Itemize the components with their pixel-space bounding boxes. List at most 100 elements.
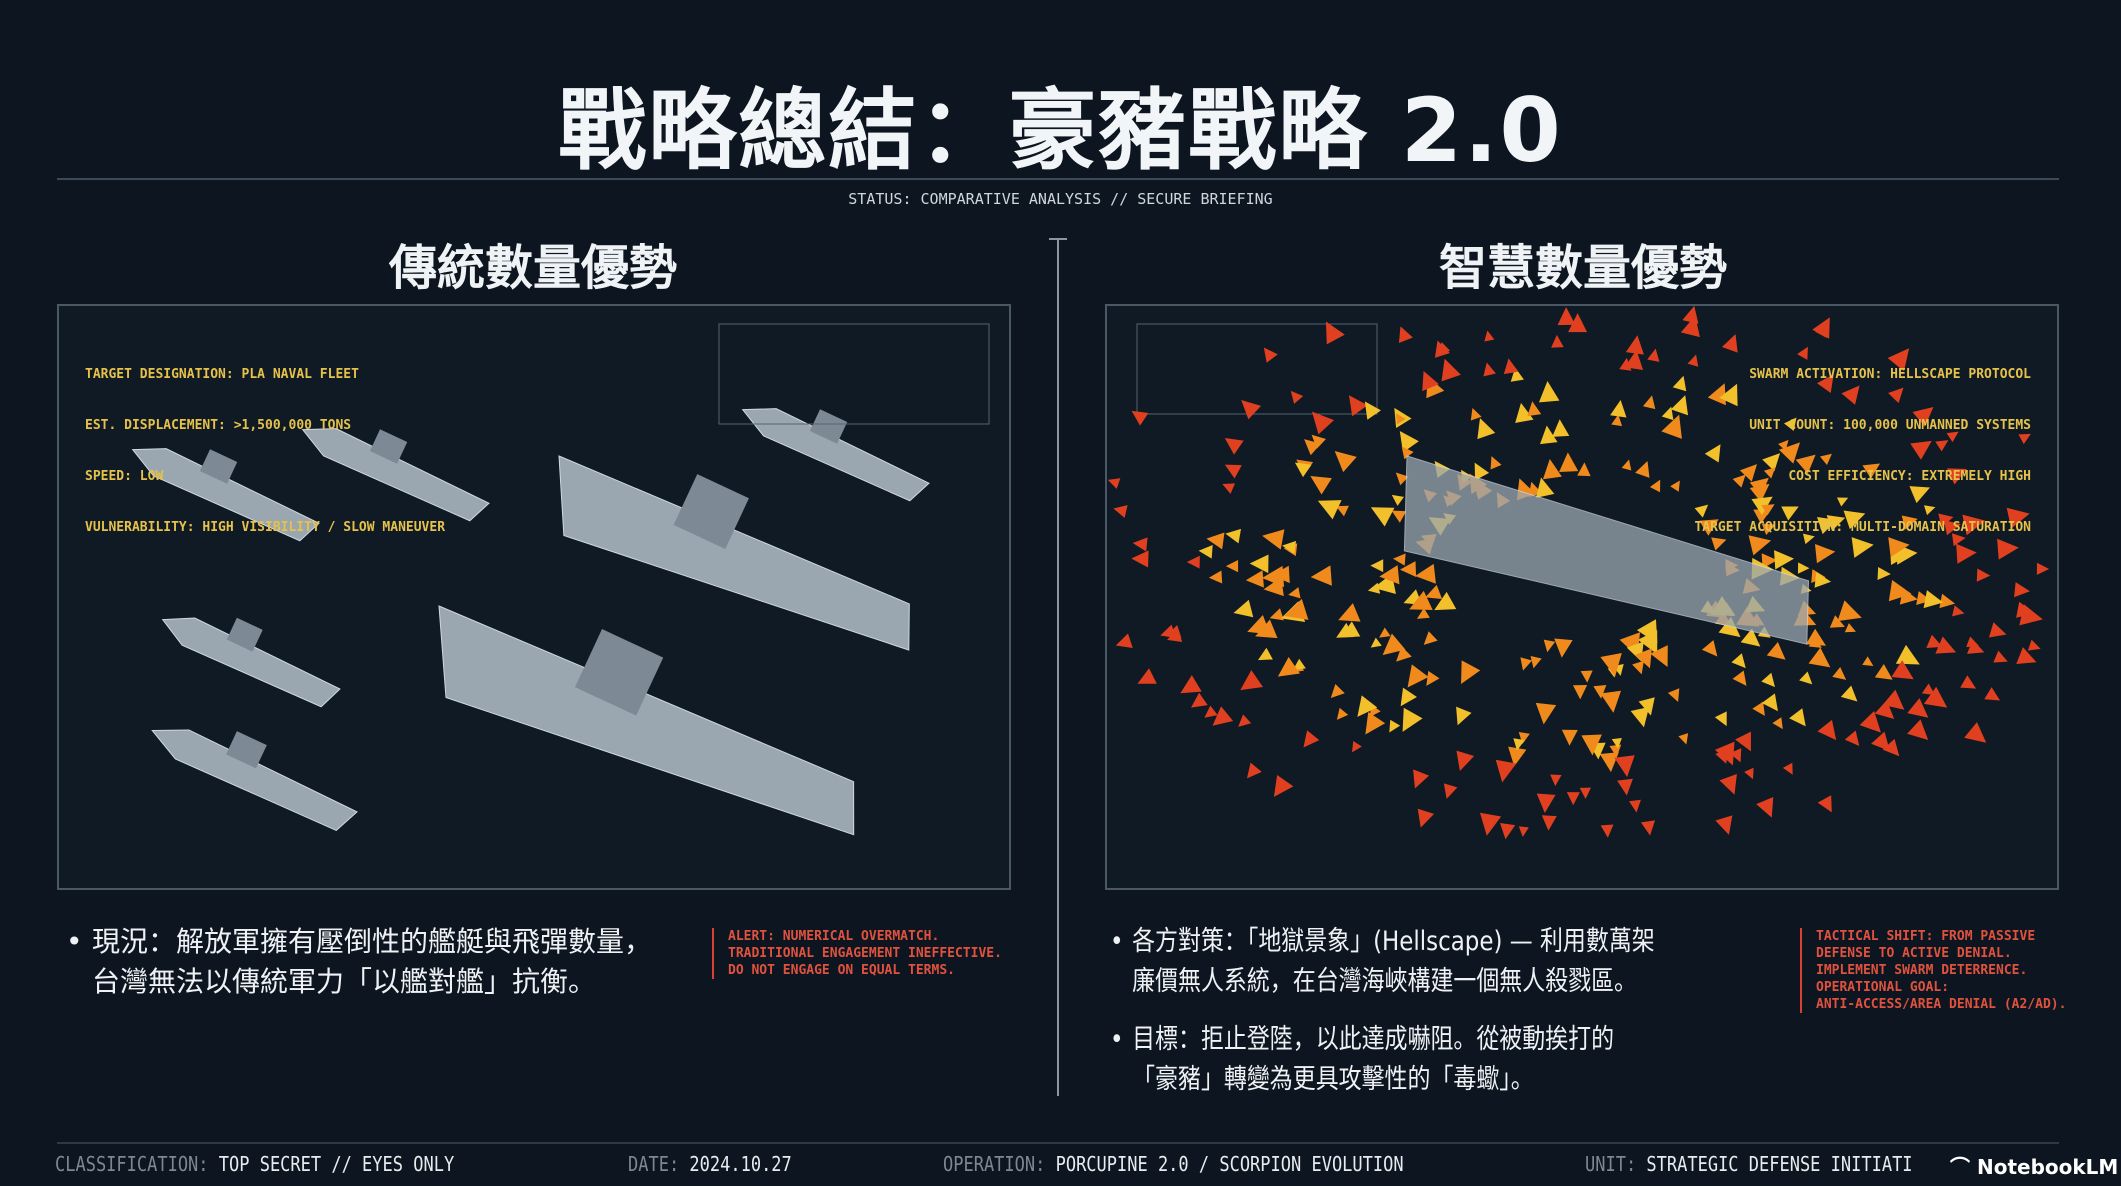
drone-icon — [1434, 591, 1457, 611]
drone-icon — [1672, 375, 1687, 392]
drone-icon — [1550, 774, 1562, 787]
drone-icon — [1240, 670, 1263, 691]
drone-icon — [1752, 701, 1765, 716]
drone-icon — [1395, 472, 1409, 486]
alert-line: DO NOT ENGAGE ON EQUAL TERMS. — [728, 963, 955, 978]
drone-icon — [1748, 535, 1772, 556]
drone-icon — [1310, 475, 1332, 495]
left-bullet: •現況：解放軍擁有壓倒性的艦艇與飛彈數量， 台灣無法以傳統軍力「以艦對艦」抗衡。 — [66, 925, 653, 998]
drone-icon — [1273, 775, 1294, 797]
drone-icon — [1288, 587, 1301, 599]
carrier-ship — [1403, 455, 1810, 645]
center-divider-cap — [1049, 238, 1067, 240]
drone-icon — [1909, 486, 1931, 504]
drone-icon — [1379, 627, 1391, 638]
drone-icon — [1357, 695, 1378, 717]
drone-icon — [1225, 528, 1242, 544]
drone-icon — [1484, 330, 1495, 342]
drone-icon — [1407, 664, 1429, 688]
drone-icon — [1334, 450, 1357, 473]
drone-icon — [1477, 418, 1496, 440]
right-bullets: •各方對策：「地獄景象」(Hellscape) — 利用數萬架 廉價無人系統，在… — [1110, 926, 1655, 1095]
drone-icon — [1844, 730, 1860, 746]
drone-icon — [1661, 406, 1674, 421]
drone-icon — [1882, 738, 1900, 757]
drone-icon — [1490, 456, 1502, 470]
drone-icon — [1923, 686, 1948, 708]
drone-icon — [1561, 729, 1578, 746]
drone-icon — [2016, 601, 2034, 618]
drone-icon — [1551, 334, 1564, 348]
drone-icon — [1670, 480, 1680, 492]
footer-key: OPERATION: — [943, 1152, 1046, 1176]
notebooklm-icon: ⌒ — [1950, 1155, 1977, 1179]
drone-icon — [1338, 603, 1361, 622]
drone-icon — [1912, 407, 1934, 427]
drone-icon — [1704, 444, 1721, 463]
footer-unit: UNIT: STRATEGIC DEFENSE INITIATI — [1585, 1152, 1913, 1176]
center-divider — [1057, 240, 1059, 1096]
footer-value: PORCUPINE 2.0 / SCORPION EVOLUTION — [1055, 1152, 1404, 1176]
drone-icon — [1891, 660, 1914, 680]
drone-icon — [1580, 670, 1593, 683]
drone-icon — [1399, 561, 1417, 577]
drone-icon — [1538, 380, 1560, 403]
drone-icon — [1540, 425, 1558, 445]
drone-icon — [1566, 792, 1580, 806]
drone-icon — [1559, 452, 1579, 473]
drone-icon — [1503, 358, 1519, 375]
drone-icon — [1960, 675, 1977, 689]
footer-key: DATE: — [628, 1152, 680, 1176]
destroyer-ship — [741, 408, 930, 502]
drone-icon — [1966, 636, 1979, 648]
drone-icon — [1814, 572, 1832, 588]
drone-icon — [1415, 563, 1436, 584]
drone-icon — [1621, 459, 1632, 471]
drone-icon — [1423, 631, 1438, 645]
drone-icon — [1699, 519, 1719, 536]
bullet-text: 「豪豬」轉變為更具攻擊性的「毒蠍」。 — [1132, 1064, 1534, 1095]
drone-icon — [1874, 700, 1895, 719]
drone-icon — [1413, 769, 1430, 789]
drone-icon — [1789, 708, 1806, 727]
drone-icon — [1617, 778, 1633, 796]
drone-icon — [1370, 559, 1384, 573]
drone-icon — [1263, 347, 1278, 363]
drone-icon — [1131, 550, 1149, 568]
drone-icon — [1474, 462, 1490, 481]
drone-icon — [1382, 633, 1406, 656]
drone-icon — [1761, 504, 1775, 516]
drone-icon — [1113, 505, 1128, 518]
drone-icon — [1422, 370, 1439, 392]
drone-icon — [1510, 367, 1524, 382]
schematic-inset — [718, 323, 990, 425]
alert-line: TACTICAL SHIFT: FROM PASSIVE — [1816, 929, 2036, 944]
title-divider — [57, 178, 2059, 180]
drone-icon — [1680, 315, 1700, 338]
drone-icon — [1370, 507, 1395, 527]
drone-icon — [1398, 326, 1413, 343]
drone-icon — [1224, 464, 1242, 479]
carrier-ship — [558, 455, 910, 651]
drone-icon — [1877, 567, 1891, 581]
drone-icon — [1921, 683, 1936, 696]
drone-icon — [1400, 687, 1417, 707]
drone-icon — [1282, 540, 1297, 554]
drone-icon — [1781, 506, 1799, 521]
bullet-text: 廉價無人系統，在台灣海峽構建一個無人殺戮區。 — [1132, 966, 1637, 997]
drone-icon — [1611, 737, 1622, 749]
drone-icon — [1964, 722, 1987, 743]
drone-icon — [1225, 560, 1239, 573]
drone-icon — [1137, 668, 1157, 684]
drone-icon — [1370, 637, 1382, 648]
drone-icon — [1518, 826, 1529, 837]
drone-icon — [1611, 414, 1623, 427]
drone-icon — [1635, 460, 1650, 478]
drone-icon — [1625, 335, 1644, 355]
drone-icon — [1952, 605, 1965, 617]
drone-icon — [1443, 783, 1458, 799]
drone-icon — [1191, 692, 1208, 708]
drone-icon — [1198, 545, 1213, 559]
drone-icon — [1802, 533, 1815, 545]
drone-icon — [1635, 648, 1652, 669]
